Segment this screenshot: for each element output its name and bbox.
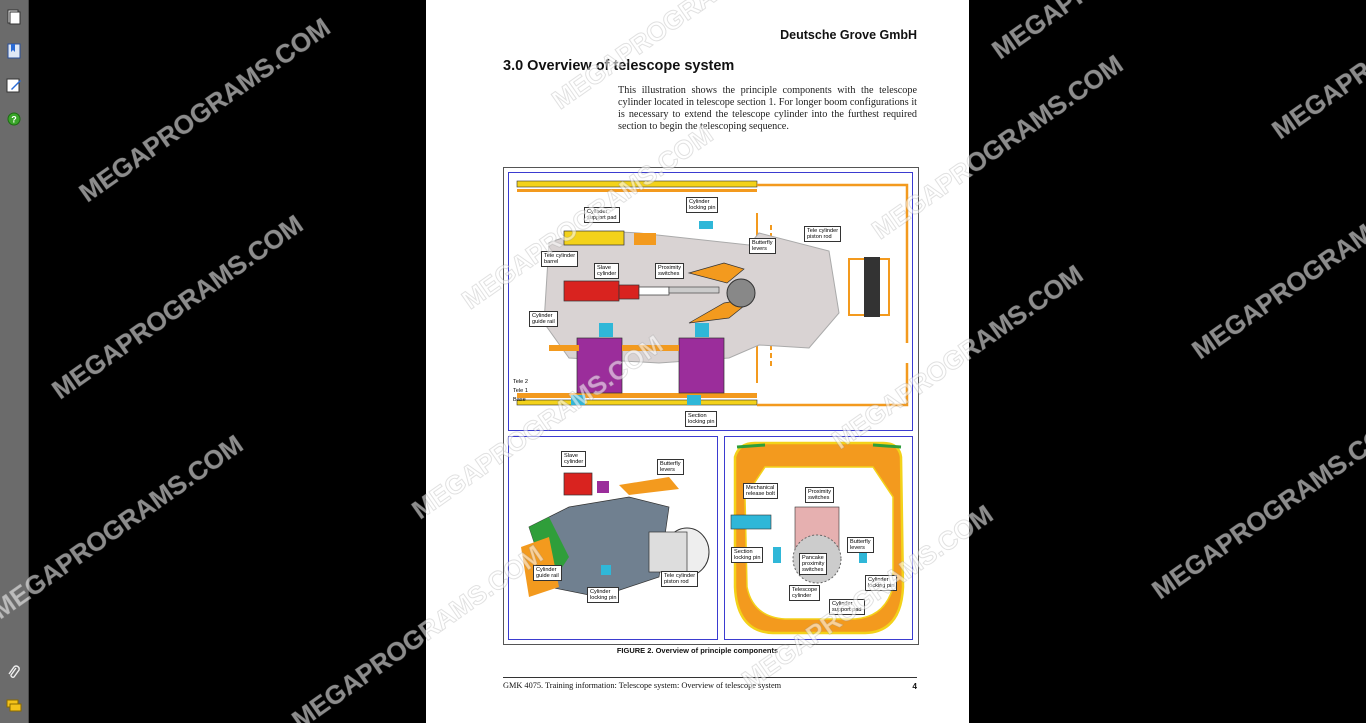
left-toolbar: ? [0, 0, 29, 723]
page-number: 4 [912, 681, 917, 691]
figure-caption: FIGURE 2. Overview of principle componen… [616, 646, 779, 655]
watermark-text: MEGAPROGRAMS.COM [46, 209, 308, 405]
isometric-drawing [521, 472, 710, 598]
footer-text: GMK 4075. Training information: Telescop… [503, 681, 782, 690]
attachments-icon[interactable] [5, 664, 23, 682]
section-heading: 3.0 Overview of telescope system [503, 58, 735, 74]
cross-section-drawing [730, 441, 905, 635]
company-header: Deutsche Grove GmbH [780, 28, 917, 42]
label-base: Base [513, 397, 526, 403]
footer-rule [503, 677, 917, 678]
svg-text:?: ? [11, 115, 17, 125]
watermark-text: MEGAPROGRAMS.COM [986, 0, 1248, 65]
label-tele2: Tele 2 [513, 379, 528, 385]
help-icon[interactable]: ? [5, 110, 23, 128]
watermark-text: MEGAPROGRAMS.COM [1146, 409, 1366, 605]
label-tele1: Tele 1 [513, 388, 528, 394]
watermark-text: MEGAPROGRAMS.COM [1186, 169, 1366, 365]
top-view-drawing [516, 180, 909, 407]
watermark-text: MEGAPROGRAMS.COM [73, 12, 335, 208]
annotations-icon[interactable] [5, 76, 23, 94]
document-page: Deutsche Grove GmbH 3.0 Overview of tele… [426, 0, 969, 723]
intro-paragraph: This illustration shows the principle co… [618, 85, 917, 132]
comments-icon[interactable] [5, 697, 23, 715]
bookmarks-icon[interactable] [5, 42, 23, 60]
watermark-text: MEGAPROGRAMS.COM [0, 429, 248, 625]
pages-icon[interactable] [5, 8, 23, 26]
watermark-text: MEGAPROGRAMS.COM [1266, 0, 1366, 145]
